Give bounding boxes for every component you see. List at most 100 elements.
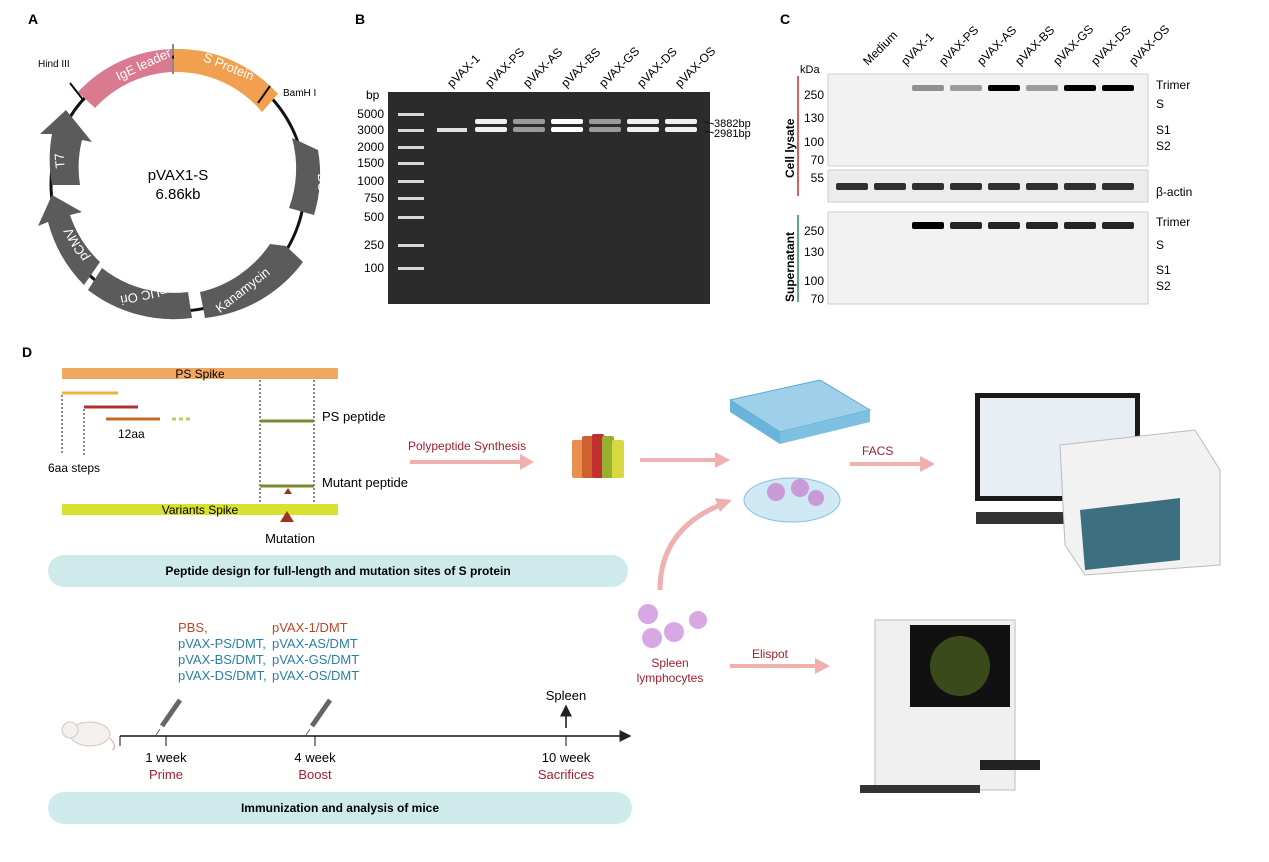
wb-band-name: S [1156, 97, 1164, 111]
mutation-label: Mutation [265, 531, 315, 546]
gel-band [475, 119, 507, 124]
spleen-lymph-line2: lymphocytes [637, 671, 704, 685]
wb-band [1064, 85, 1096, 91]
workflow: Polypeptide Synthesis FACS [408, 379, 1221, 793]
boost-label: Boost [298, 767, 332, 782]
wb-band-name: Trimer [1156, 215, 1190, 229]
plasmid-name: pVAX1-S [148, 167, 209, 184]
wb-lane-label: pVAX-PS [936, 23, 981, 68]
gel-band [627, 127, 659, 132]
wb-lane-label: pVAX-GS [1050, 22, 1096, 68]
week4-label: 4 week [294, 750, 336, 765]
elispot-machine-icon [860, 619, 1040, 793]
wb-band-name: S1 [1156, 263, 1171, 277]
mouse-icon [61, 721, 116, 751]
wb-band [988, 85, 1020, 91]
kda-marker: 55 [811, 171, 825, 185]
sacrifices-label: Sacrifices [538, 767, 595, 782]
ladder-band [398, 180, 424, 183]
wb-lane-label: pVAX-BS [1012, 23, 1057, 68]
ladder-band [398, 146, 424, 149]
wb-band-name: Trimer [1156, 78, 1190, 92]
ladder-band [398, 113, 424, 116]
group-item: pVAX-PS/DMT, [178, 636, 266, 651]
ladder-band [398, 216, 424, 219]
plate-and-dish-icon [728, 379, 872, 523]
actin-band [1064, 183, 1096, 190]
bamh-i-tick [257, 85, 271, 104]
gel-band [665, 127, 697, 132]
gel-lane-label: pVAX-DS [634, 45, 680, 91]
ladder-band [398, 162, 424, 165]
wb-band [912, 85, 944, 91]
band-label-2981: 2981bp [714, 128, 751, 140]
immunization-caption: Immunization and analysis of mice [241, 801, 439, 815]
ladder-tick-label: 2000 [357, 140, 384, 154]
kda-marker: 250 [804, 224, 824, 238]
actin-band [1102, 183, 1134, 190]
t7-text: T7 [51, 153, 67, 169]
peptide-vials-icon [572, 434, 624, 478]
actin-band [912, 183, 944, 190]
gel-image [388, 92, 710, 304]
wb-band-name: S [1156, 238, 1164, 252]
kda-marker: 250 [804, 88, 824, 102]
gel-band [513, 119, 545, 124]
group-item: pVAX-BS/DMT, [178, 652, 266, 667]
wb-lane-label: pVAX-1 [898, 29, 937, 68]
immunization-schedule: PBS,pVAX-1/DMTpVAX-PS/DMT,pVAX-AS/DMTpVA… [48, 620, 632, 824]
gel-bands [398, 113, 697, 270]
group-item: pVAX-GS/DMT [272, 652, 359, 667]
gel-band [665, 119, 697, 124]
wb-lane-label: pVAX-AS [974, 23, 1019, 68]
wb-band [1026, 222, 1058, 229]
wb-band-name: S1 [1156, 123, 1171, 137]
gel-band [589, 119, 621, 124]
wb-band [950, 85, 982, 91]
syringe-icon-boost [305, 698, 333, 736]
ps-spike-label: PS Spike [175, 367, 225, 381]
gel-lane-label: pVAX-1 [444, 51, 483, 90]
gel-band [551, 119, 583, 124]
elispot-label: Elispot [752, 647, 789, 661]
ladder-tick-label: 100 [364, 261, 384, 275]
synthesis-label: Polypeptide Synthesis [408, 439, 526, 453]
kda-marker: 70 [811, 292, 825, 306]
gel-band [475, 127, 507, 132]
ladder-band [398, 244, 424, 247]
panel-label-d: D [22, 344, 32, 360]
cell-lysate-label: Cell lysate [783, 118, 797, 178]
wb-lane-label: pVAX-DS [1088, 23, 1134, 69]
actin-band [1026, 183, 1058, 190]
peptide-caption: Peptide design for full-length and mutat… [165, 564, 510, 578]
gel-band [589, 127, 621, 132]
actin-band [836, 183, 868, 190]
group-item: pVAX-AS/DMT [272, 636, 358, 651]
hind-iii-tick [69, 82, 85, 102]
synthesis-arrow [410, 454, 534, 470]
gel-lane-label: pVAX-OS [672, 44, 718, 90]
s-protein-segment [174, 48, 278, 112]
bgh-pa-text: BGH pA [315, 173, 332, 222]
plasmid-map: Hind III BamH I IgE leader S Protein BGH… [38, 44, 332, 320]
actin-label: β-actin [1156, 185, 1192, 199]
pcmv-segment [38, 195, 100, 285]
variants-spike-bar [62, 504, 338, 515]
gel-lane-label: pVAX-AS [520, 45, 565, 90]
ladder-tick-label: 5000 [357, 107, 384, 121]
gel-lane-label: pVAX-BS [558, 45, 603, 90]
ladder-tick-label: 1500 [357, 156, 384, 170]
bgh-pa-segment [289, 138, 321, 215]
panel-label-b: B [355, 11, 365, 27]
plasmid-size: 6.86kb [155, 186, 200, 203]
wb-lane-label: Medium [860, 28, 900, 68]
prime-label: Prime [149, 767, 183, 782]
week1-label: 1 week [145, 750, 187, 765]
wb-band-name: S2 [1156, 139, 1171, 153]
actin-band [988, 183, 1020, 190]
